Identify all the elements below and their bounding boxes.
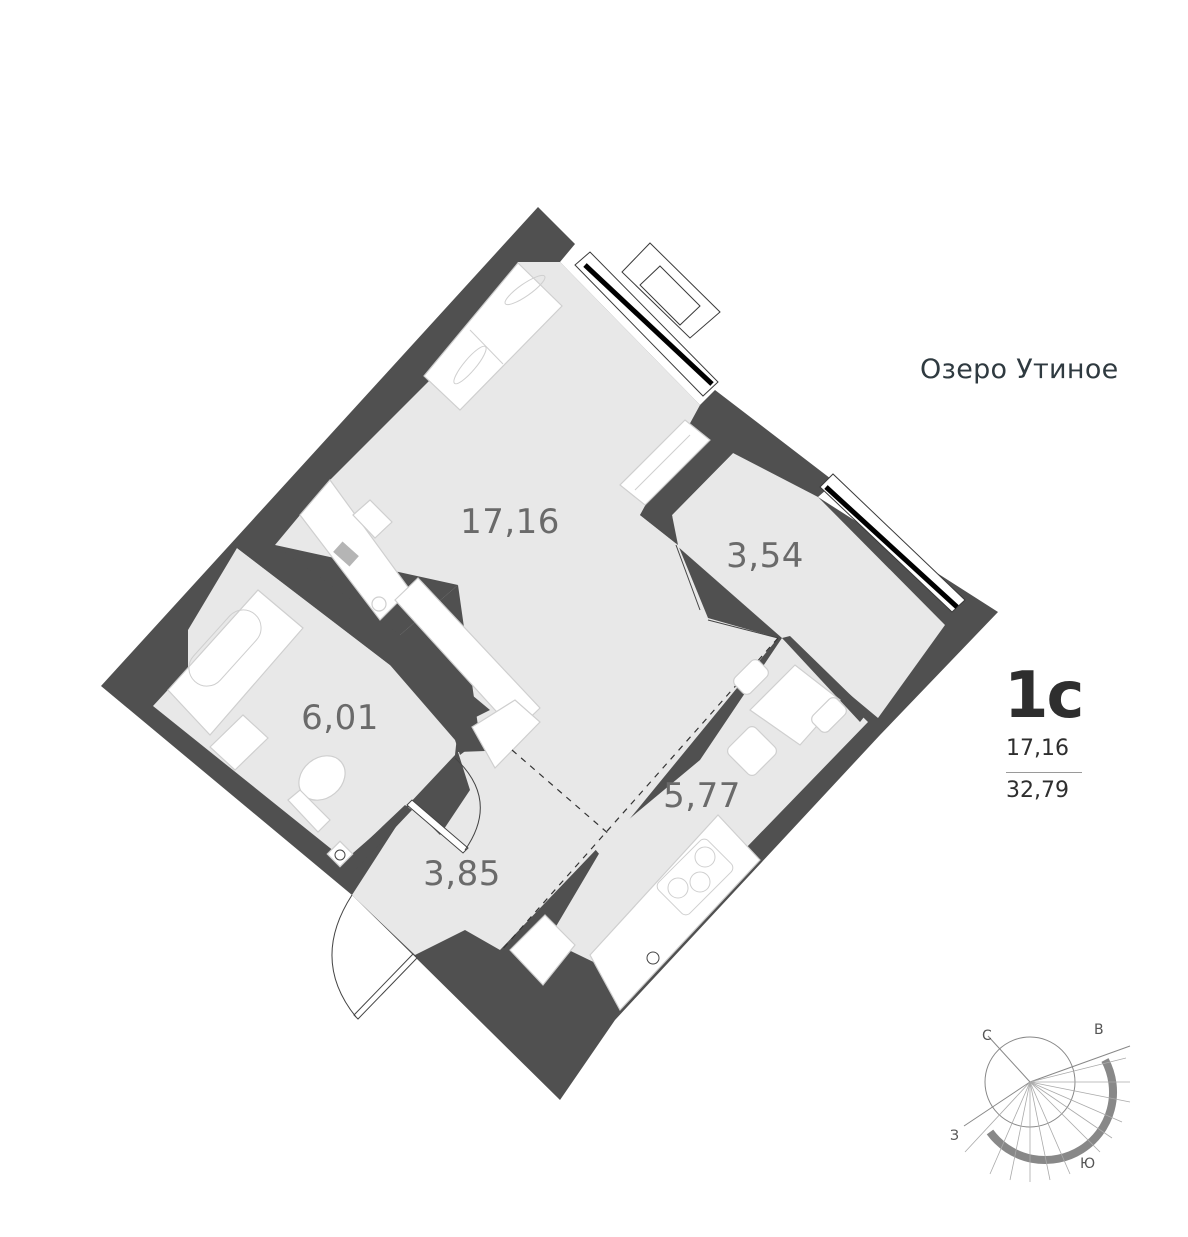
laptop: [333, 541, 359, 567]
bathroom-area: 6,01: [301, 698, 379, 738]
tv-console: [619, 419, 711, 506]
gas-pipe: [646, 951, 660, 965]
room-living: [275, 262, 778, 855]
zone-divider-hall: [511, 749, 611, 836]
compass: С В Ю З: [950, 1022, 1131, 1182]
apartment-type: 1с: [1004, 659, 1084, 733]
wall-bath-living: [237, 545, 480, 755]
compass-east: В: [1094, 1022, 1104, 1038]
location-label: Озеро Утиное: [920, 354, 1119, 385]
ac-unit-inner: [639, 265, 701, 326]
floor-drain: [326, 840, 354, 868]
bath-door[interactable]: [406, 799, 469, 854]
sofa: [423, 262, 563, 411]
cooktop: [656, 838, 734, 916]
total-area: 32,79: [1006, 778, 1069, 803]
bath-sink: [209, 714, 269, 771]
living-room-area: 17,16: [460, 502, 560, 542]
zone-divider-kitchen: [499, 637, 779, 953]
hallway-area: 3,85: [423, 854, 501, 894]
kitchen-counter: [589, 814, 761, 1012]
chair-3: [727, 726, 777, 776]
area-divider: [1006, 772, 1082, 773]
wall-kitchen-balcony: [782, 636, 868, 722]
living-window-glass: [583, 263, 714, 386]
balcony-door-leaf-2: [707, 619, 779, 639]
room-hallway-area: [352, 750, 610, 955]
kitchen-area: 5,77: [663, 776, 741, 816]
chair-1: [733, 659, 769, 695]
living-area: 17,16: [1006, 736, 1069, 761]
lamp: [371, 596, 387, 612]
compass-south: Ю: [1080, 1156, 1095, 1172]
compass-north: С: [982, 1028, 992, 1044]
chair: [352, 499, 393, 539]
bath-door-swing: [454, 757, 481, 851]
entrance-door[interactable]: [353, 953, 418, 1020]
room-balcony: [672, 453, 945, 718]
wall-bath-hall: [345, 805, 412, 870]
toilet-tank: [287, 789, 331, 833]
entrance-door-swing: [331, 894, 357, 1018]
chair-2: [811, 697, 847, 733]
balcony-window-glass: [824, 485, 959, 609]
compass-west: З: [950, 1128, 959, 1144]
balcony-door-leaf-1: [675, 544, 701, 611]
balcony-window: [819, 473, 966, 613]
balcony-area: 3,54: [726, 536, 804, 576]
kitchen-sink: [509, 914, 576, 986]
wardrobe: [394, 577, 541, 733]
hall-wardrobe: [471, 699, 541, 769]
